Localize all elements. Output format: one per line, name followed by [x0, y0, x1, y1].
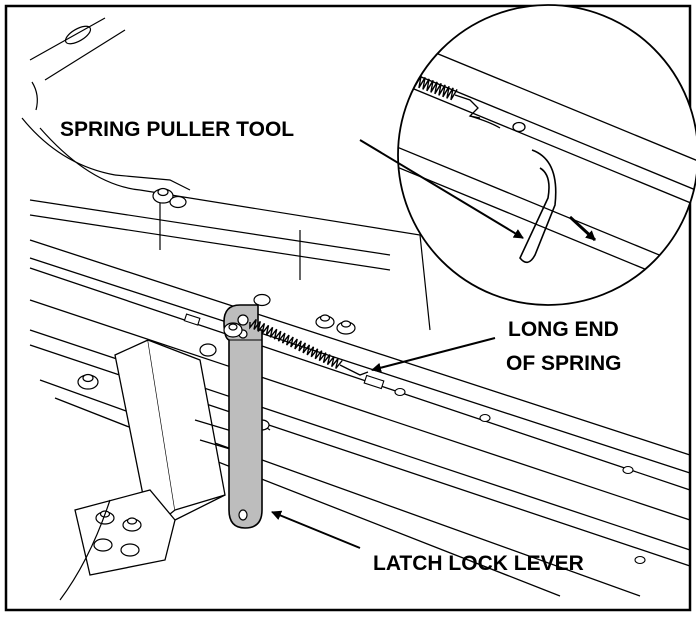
spring: [249, 318, 369, 376]
bolt-upper-left: [152, 187, 187, 209]
label-spring-puller-tool: SPRING PULLER TOOL: [60, 118, 294, 141]
rail-holes: [183, 313, 646, 565]
background-frame: [21, 17, 431, 331]
lever-nut: [223, 322, 243, 338]
leader-spring-puller: [359, 139, 524, 239]
label-long-end-line1: LONG END: [508, 318, 619, 341]
bolts-center: [253, 293, 356, 335]
main-rail: [29, 239, 691, 597]
bracket-bolts: [77, 343, 217, 557]
leader-long-end: [371, 337, 496, 373]
leader-latch-lever: [271, 510, 361, 549]
label-latch-lock-lever: LATCH LOCK LEVER: [373, 552, 584, 575]
label-long-end-line2: OF SPRING: [506, 352, 622, 375]
pull-direction-arrow: [568, 215, 597, 242]
support-bracket: [74, 339, 226, 576]
latch-lock-lever: [223, 304, 263, 529]
